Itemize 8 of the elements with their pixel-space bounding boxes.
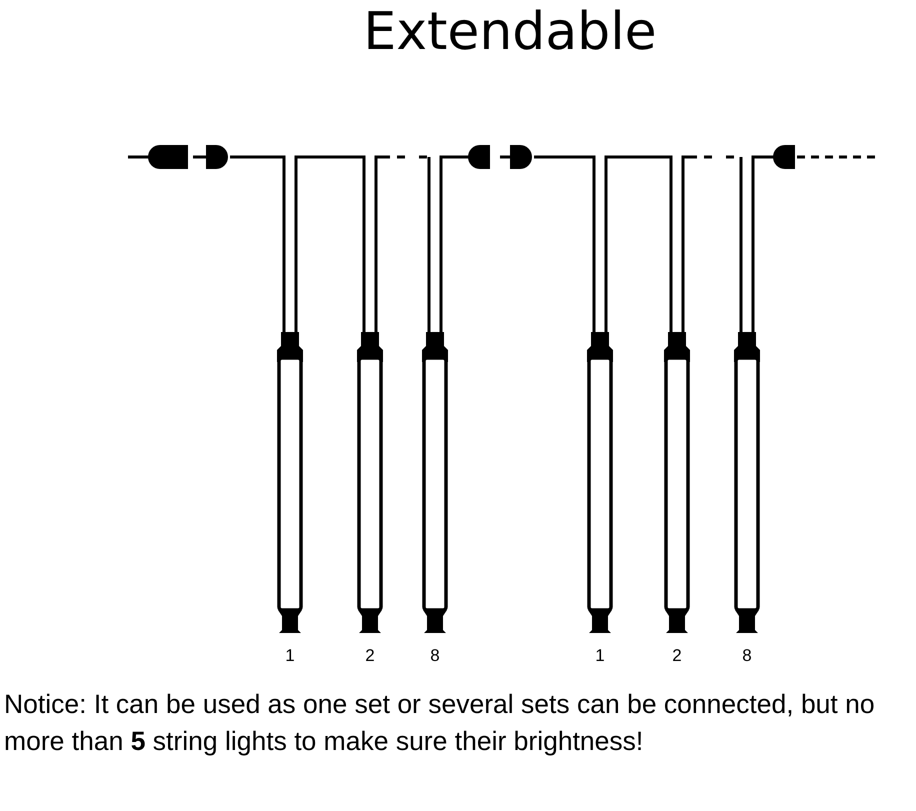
callout-number: 1 <box>284 646 296 666</box>
callout-number: 2 <box>364 646 376 666</box>
title: Extendable <box>362 2 658 62</box>
callout-number: 8 <box>741 646 753 666</box>
callout-number: 8 <box>429 646 441 666</box>
callout-number: 1 <box>594 646 606 666</box>
callout-number: 2 <box>671 646 683 666</box>
notice-text: Notice: It can be used as one set or several sets can be connected, but no more than 5 string lights to make sure their brightness! <box>4 688 876 758</box>
